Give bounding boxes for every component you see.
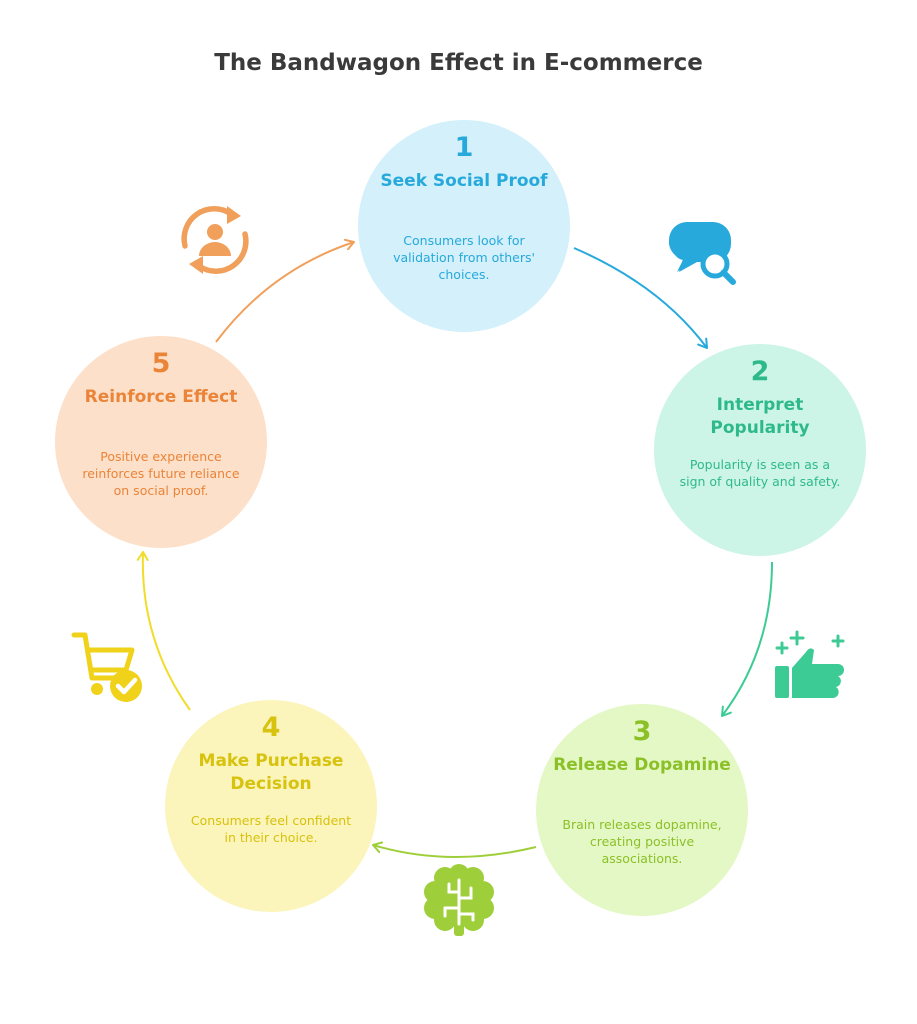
step-description: Popularity is seen as a sign of quality … <box>679 457 841 489</box>
user-cycle-icon <box>181 206 249 274</box>
step-3-node: 3 Release Dopamine Brain releases dopami… <box>536 704 748 916</box>
step-heading: Interpret Popularity <box>710 395 810 438</box>
brain-icon <box>424 864 494 936</box>
step-description: Positive experience reinforces future re… <box>82 449 240 498</box>
step-number: 3 <box>632 716 652 747</box>
step-heading: Release Dopamine <box>553 755 731 775</box>
step-heading: Make Purchase Decision <box>198 751 344 794</box>
arrow-1-to-2 <box>573 247 708 349</box>
step-description: Consumers look for validation from other… <box>393 233 535 282</box>
step-2-node: 2 Interpret Popularity Popularity is see… <box>654 344 866 556</box>
step-4-node: 4 Make Purchase Decision Consumers feel … <box>165 700 377 912</box>
step-heading: Seek Social Proof <box>380 171 548 191</box>
step-heading: Reinforce Effect <box>84 387 238 407</box>
step-number: 2 <box>750 356 770 387</box>
cart-check-icon <box>71 632 142 702</box>
step-number: 1 <box>454 132 474 163</box>
arrow-5-to-1 <box>215 238 355 343</box>
step-5-node: 5 Reinforce Effect Positive experience r… <box>55 336 267 548</box>
step-description: Consumers feel confident in their choice… <box>190 813 352 845</box>
thumbs-up-icon <box>775 630 845 698</box>
arrow-3-to-4 <box>372 841 537 859</box>
diagram-title: The Bandwagon Effect in E-commerce <box>214 50 703 76</box>
arrow-2-to-3 <box>721 561 773 717</box>
arrow-4-to-5 <box>136 551 191 711</box>
chat-search-icon <box>669 222 736 285</box>
step-description: Brain releases dopamine, creating positi… <box>562 817 722 866</box>
step-1-node: 1 Seek Social Proof Consumers look for v… <box>358 120 570 332</box>
step-number: 4 <box>261 712 281 743</box>
step-number: 5 <box>151 348 171 379</box>
